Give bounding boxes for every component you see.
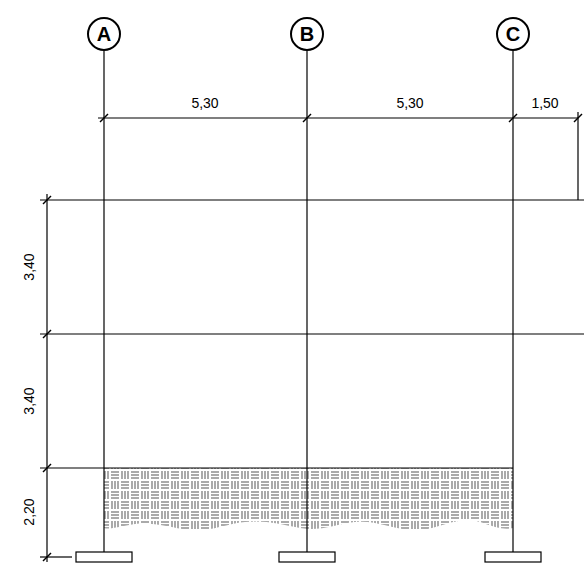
extension-line [577,112,578,200]
dimension-line [98,117,578,118]
footing [76,552,132,562]
grid-bubble: B [290,17,324,51]
grid-bubble: C [496,17,530,51]
column-line [512,51,513,552]
footing [485,552,541,562]
soil-hatch [104,468,513,530]
grid-letter: C [506,24,520,44]
ground-beam-line [40,467,513,468]
dimension-label: 2,20 [22,498,36,525]
dimension-label: 5,30 [191,96,218,110]
grid-bubble: A [87,17,121,51]
dimension-label: 1,50 [531,96,558,110]
dimension-line [46,194,47,562]
extension-line [40,556,72,557]
column-line [103,51,104,552]
dimension-label: 5,30 [396,96,423,110]
beam-line [40,199,584,200]
beam-line [40,333,584,334]
footing [279,552,335,562]
grid-letter: A [97,24,111,44]
dimension-label: 3,40 [22,387,36,414]
dimension-ticks [43,114,582,561]
grid-letter: B [300,24,314,44]
dimension-label: 3,40 [22,253,36,280]
column-line [306,51,307,552]
